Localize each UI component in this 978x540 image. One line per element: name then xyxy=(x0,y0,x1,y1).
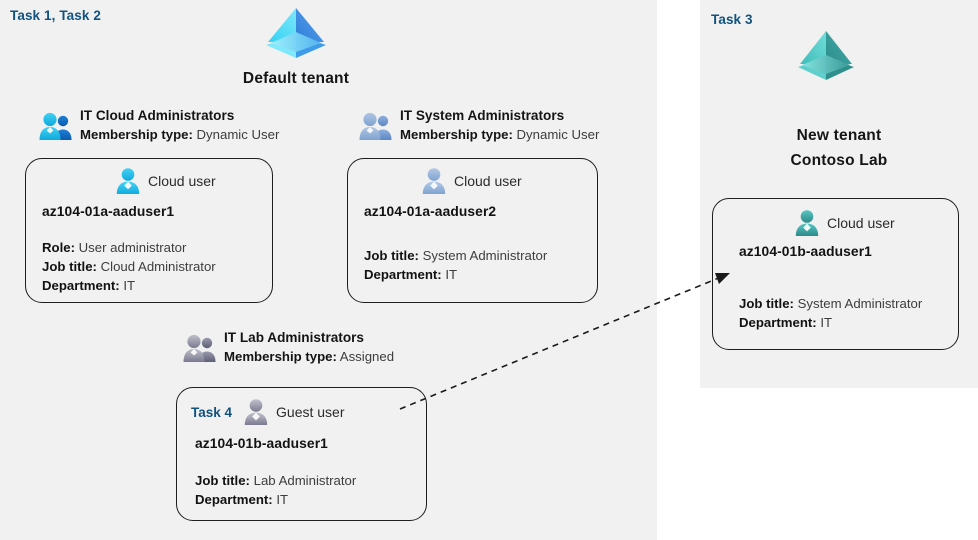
guest-user-icon xyxy=(242,398,270,426)
task-label-right: Task 3 xyxy=(711,12,753,27)
attr-jobtitle-value: System Administrator xyxy=(797,296,923,311)
card-user-type: Cloud user xyxy=(454,173,522,189)
group-users-icon-cloud-admins xyxy=(38,112,76,144)
card-username-aaduser1: az104-01a-aaduser1 xyxy=(42,204,175,219)
cloud-user-icon-aaduser1 xyxy=(114,167,142,195)
group-membership-lab-admins: Membership type: Assigned xyxy=(224,349,394,364)
card-head-aaduser1: Cloud user xyxy=(104,167,216,195)
cloud-user-icon-aaduser1b xyxy=(793,209,821,237)
membership-label: Membership type: xyxy=(224,349,337,364)
card-username-aaduser2: az104-01a-aaduser2 xyxy=(364,204,497,219)
attr-department-value: IT xyxy=(445,267,458,282)
attr-jobtitle-value: System Administrator xyxy=(422,248,548,263)
attr-department-label: Department: xyxy=(42,278,120,293)
attr-department: Department: IT xyxy=(195,490,356,509)
attr-jobtitle-label: Job title: xyxy=(42,259,97,274)
card-user-type: Cloud user xyxy=(148,173,216,189)
task-label-left: Task 1, Task 2 xyxy=(10,8,101,23)
card-username-guest: az104-01b-aaduser1 xyxy=(195,436,328,451)
attr-department-value: IT xyxy=(820,315,833,330)
group-users-icon-lab-admins xyxy=(182,334,220,366)
attr-jobtitle-value: Lab Administrator xyxy=(253,473,357,488)
attr-department-label: Department: xyxy=(364,267,442,282)
attr-role: Role: User administrator xyxy=(42,238,216,257)
card-attrs-aaduser1: Role: User administrator Job title: Clou… xyxy=(42,238,216,295)
user-card-az104-01a-aaduser1[interactable]: Cloud user az104-01a-aaduser1 Role: User… xyxy=(25,158,273,303)
card-username-aaduser1b: az104-01b-aaduser1 xyxy=(739,244,872,259)
attr-jobtitle-value: Cloud Administrator xyxy=(100,259,216,274)
attr-jobtitle-label: Job title: xyxy=(739,296,794,311)
attr-jobtitle: Job title: Cloud Administrator xyxy=(42,257,216,276)
group-users-icon-system-admins xyxy=(358,112,396,144)
card-head-aaduser2: Cloud user xyxy=(410,167,522,195)
card-user-type: Guest user xyxy=(276,404,345,420)
attr-department-value: IT xyxy=(276,492,289,507)
membership-label: Membership type: xyxy=(80,127,193,142)
attr-jobtitle: Job title: Lab Administrator xyxy=(195,471,356,490)
attr-department-label: Department: xyxy=(739,315,817,330)
attr-role-label: Role: xyxy=(42,240,75,255)
membership-value: Dynamic User xyxy=(516,127,600,142)
card-user-type: Cloud user xyxy=(827,215,895,231)
card-attrs-aaduser2: Job title: System Administrator Departme… xyxy=(364,246,547,284)
attr-jobtitle: Job title: System Administrator xyxy=(739,294,922,313)
card-head-guest: Task 4 Guest user xyxy=(191,398,345,426)
membership-value: Dynamic User xyxy=(196,127,280,142)
new-tenant-title-line2: Contoso Lab xyxy=(790,152,888,169)
new-tenant-title-line1: New tenant xyxy=(796,127,882,144)
attr-role-value: User administrator xyxy=(78,240,187,255)
attr-jobtitle: Job title: System Administrator xyxy=(364,246,547,265)
attr-department: Department: IT xyxy=(739,313,922,332)
attr-department-label: Department: xyxy=(195,492,273,507)
membership-value: Assigned xyxy=(339,349,395,364)
group-membership-cloud-admins: Membership type: Dynamic User xyxy=(80,127,279,142)
user-card-az104-01a-aaduser2[interactable]: Cloud user az104-01a-aaduser2 Job title:… xyxy=(347,158,598,303)
cloud-user-icon-aaduser2 xyxy=(420,167,448,195)
membership-label: Membership type: xyxy=(400,127,513,142)
group-name-lab-admins: IT Lab Administrators xyxy=(224,330,364,345)
user-card-guest-az104-01b-aaduser1[interactable]: Task 4 Guest user az104-01b-aaduser1 Job… xyxy=(176,387,427,521)
default-tenant-title: Default tenant xyxy=(242,70,350,87)
card-attrs-guest: Job title: Lab Administrator Department:… xyxy=(195,471,356,509)
user-card-cloud-az104-01b-aaduser1[interactable]: Cloud user az104-01b-aaduser1 Job title:… xyxy=(712,198,959,350)
azure-ad-tenant-icon-new xyxy=(790,26,862,86)
attr-department: Department: IT xyxy=(364,265,547,284)
azure-ad-tenant-icon-default xyxy=(258,2,334,64)
card-task-label-task4: Task 4 xyxy=(191,404,233,420)
attr-jobtitle-label: Job title: xyxy=(195,473,250,488)
attr-jobtitle-label: Job title: xyxy=(364,248,419,263)
group-name-system-admins: IT System Administrators xyxy=(400,108,565,123)
card-head-aaduser1b: Cloud user xyxy=(783,209,895,237)
group-name-cloud-admins: IT Cloud Administrators xyxy=(80,108,235,123)
group-membership-system-admins: Membership type: Dynamic User xyxy=(400,127,599,142)
attr-department-value: IT xyxy=(123,278,136,293)
attr-department: Department: IT xyxy=(42,276,216,295)
default-tenant-panel xyxy=(0,0,657,540)
card-attrs-aaduser1b: Job title: System Administrator Departme… xyxy=(739,294,922,332)
